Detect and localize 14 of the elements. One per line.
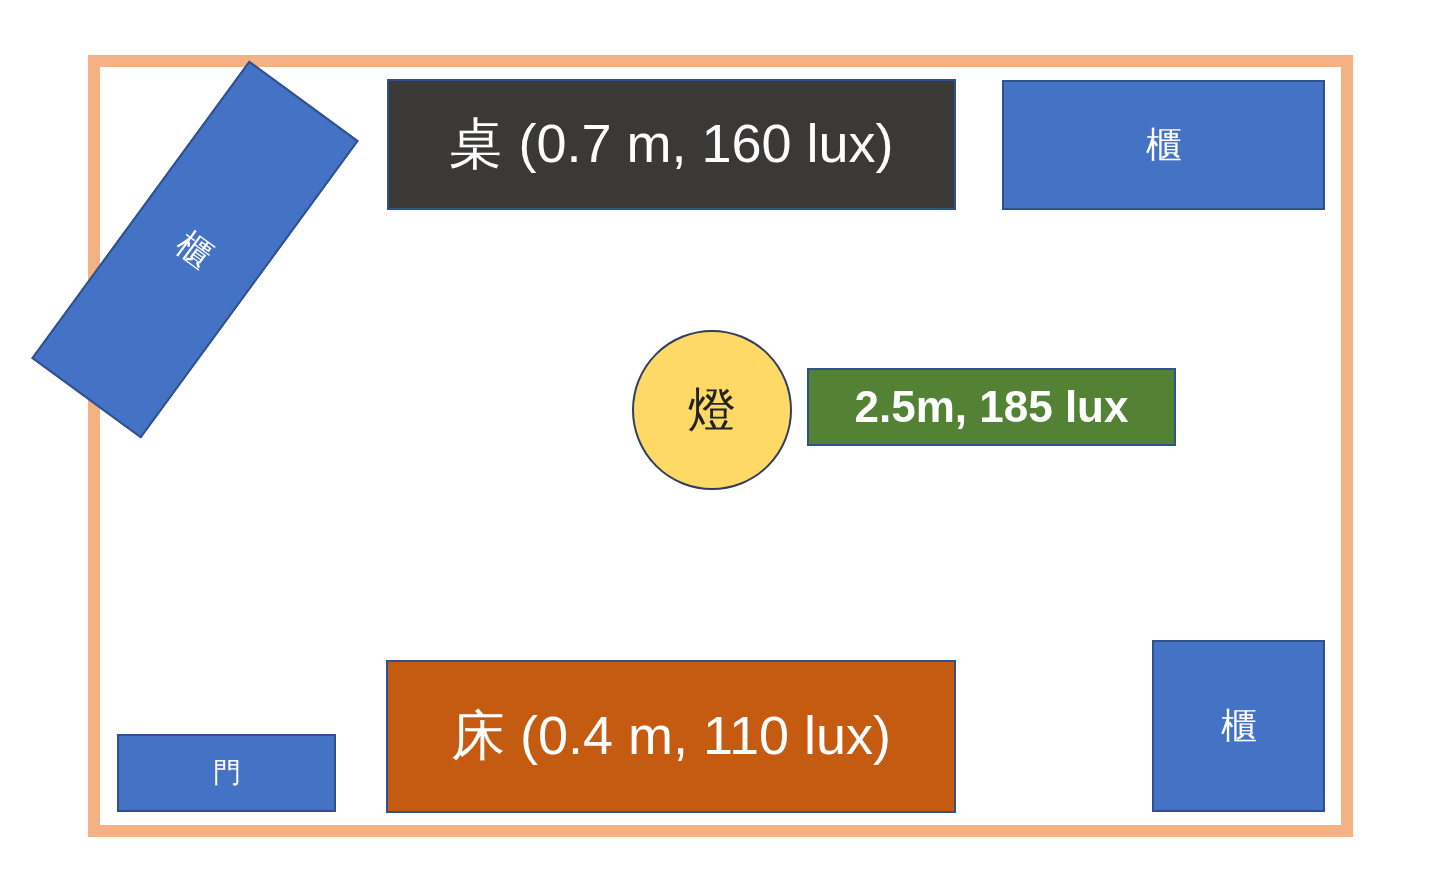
distance-label-box	[807, 368, 1176, 446]
node-label: 櫃	[1220, 703, 1257, 748]
node-label: 床 (0.4 m, 110 lux)	[450, 704, 892, 767]
cabinet-box	[1002, 80, 1325, 210]
door-box	[117, 734, 336, 812]
node-label: 櫃	[1145, 122, 1182, 167]
node-label: 2.5m, 185 lux	[854, 382, 1129, 432]
node-label: 門	[212, 756, 241, 790]
node-label: 桌 (0.7 m, 160 lux)	[449, 112, 894, 175]
bed-box	[386, 660, 956, 813]
node-label: 燈	[688, 382, 736, 438]
node-label: 櫃	[169, 222, 222, 277]
cabinet-box	[1152, 640, 1325, 812]
desk-box	[387, 79, 956, 210]
